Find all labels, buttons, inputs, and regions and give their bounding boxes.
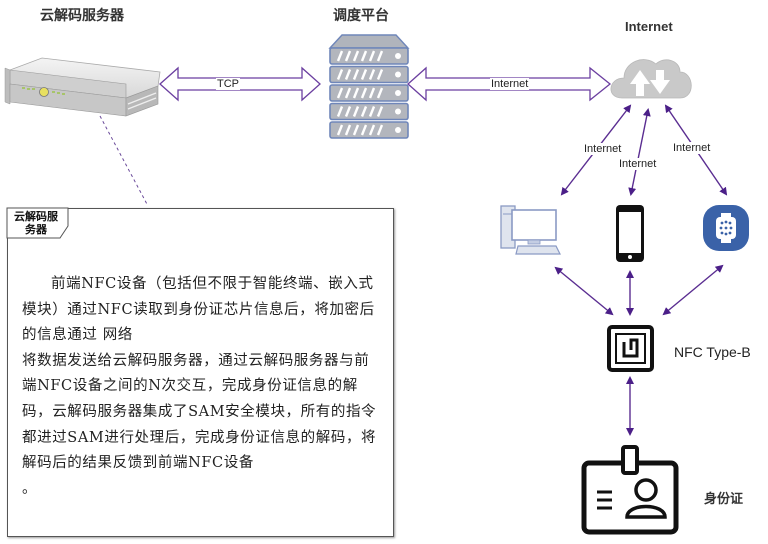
note-paragraph: 将数据发送给云解码服务器，通过云解码服务器与前端NFC设备之间的N次交互，完成身… (22, 352, 377, 472)
note-title: 云解码服务器 (14, 211, 58, 236)
server-vent (352, 124, 360, 136)
server-vent (376, 87, 384, 99)
dispatch-platform-server-icon (328, 34, 410, 139)
server-vent (336, 69, 344, 80)
smartwatch-icon (703, 205, 749, 251)
server-vent (336, 50, 344, 62)
server-vent (352, 87, 360, 99)
server-vent (360, 87, 368, 99)
server-note-connector (99, 115, 149, 207)
internet-cloud-icon (610, 59, 692, 99)
server-vent (368, 106, 376, 117)
description-note (7, 208, 394, 537)
server-vent (360, 50, 368, 62)
server-vent (376, 124, 384, 136)
tcp-edge-label: TCP (216, 78, 240, 90)
server-vent (344, 124, 352, 136)
server-vent (360, 124, 368, 136)
platform-internet-edge-label: Internet (490, 78, 530, 90)
cloud-server-icon (4, 57, 161, 117)
server-vent (352, 106, 360, 117)
smartphone-icon (616, 205, 644, 262)
internet-label: Internet (625, 19, 673, 34)
dispatch-platform-label: 调度平台 (333, 7, 389, 23)
watch-internet-edge-label: Internet (672, 142, 712, 154)
server-vent (368, 124, 376, 136)
pc-internet-edge-label: Internet (583, 143, 623, 155)
id-card-icon (581, 445, 679, 535)
note-body: 前端NFC设备（包括但不限于智能终端、嵌入式模块）通过NFC读取到身份证芯片信息… (22, 272, 382, 502)
server-vent (344, 106, 352, 117)
note-paragraph: 前端NFC设备（包括但不限于智能终端、嵌入式模块）通过NFC读取到身份证芯片信息… (22, 276, 375, 344)
server-vent (352, 69, 360, 80)
server-vent (376, 50, 384, 62)
server-led (395, 53, 401, 59)
server-vent (368, 50, 376, 62)
server-vent (344, 69, 352, 80)
server-led (395, 127, 401, 133)
server-vent (376, 69, 384, 80)
id-card-label: 身份证 (704, 491, 744, 506)
nfc-chip-icon (607, 325, 654, 372)
server-vent (368, 87, 376, 99)
server-vent (368, 69, 376, 80)
server-led (395, 71, 401, 78)
server-vent (336, 87, 344, 99)
server-vent (336, 124, 344, 136)
pc-nfc-arrow (554, 266, 614, 316)
server-led (395, 108, 401, 115)
phone-cloud-arrow (628, 108, 651, 196)
server-vent (344, 50, 352, 62)
nfc-label: NFC Type-B (674, 344, 751, 360)
server-vent (376, 106, 384, 117)
phone-internet-edge-label: Internet (618, 158, 658, 170)
note-tab (6, 207, 69, 239)
server-vent (360, 106, 368, 117)
server-vent (336, 106, 344, 117)
server-vent (352, 50, 360, 62)
server-vent (344, 87, 352, 99)
cloud-server-label: 云解码服务器 (40, 7, 124, 23)
desktop-computer-icon (500, 205, 561, 255)
tcp-double-arrow (159, 66, 321, 102)
watch-nfc-arrow (662, 264, 724, 316)
note-paragraph: 。 (22, 480, 38, 497)
server-vent (360, 69, 368, 80)
server-led (395, 90, 401, 96)
